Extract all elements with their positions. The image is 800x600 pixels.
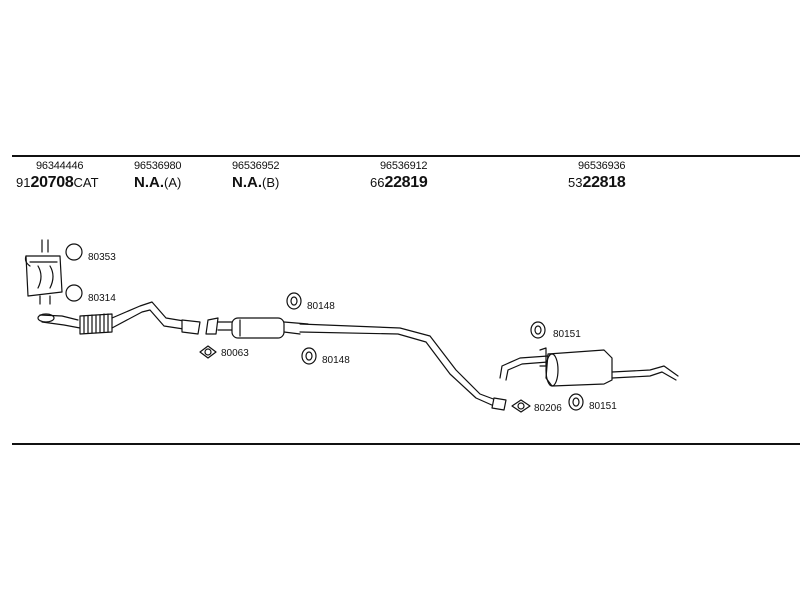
- oe-number: 96536980: [134, 160, 182, 172]
- fitting-label: 80148: [322, 355, 350, 366]
- rubber-hanger-icon: [568, 393, 584, 411]
- part-column-catalyst: 96344446 9120708CAT: [16, 160, 99, 192]
- part-column-front-pipe: 96536980 N.A.(A): [134, 160, 182, 191]
- gasket-icon: [199, 345, 217, 359]
- oe-number: 96536912: [380, 160, 428, 172]
- part-column-middle-pipe: 96536952 N.A.(B): [232, 160, 280, 191]
- fitting-label: 80148: [307, 301, 335, 312]
- ring-icon: [65, 243, 83, 261]
- oe-number: 96536936: [578, 160, 626, 172]
- part-number: N.A.(A): [134, 174, 182, 191]
- rubber-hanger-icon: [286, 292, 302, 310]
- center-pipe: [299, 323, 507, 411]
- front-pipe: [37, 301, 201, 335]
- part-number: 5322818: [568, 174, 626, 191]
- gasket-icon: [511, 399, 531, 413]
- fitting-label: 80063: [221, 348, 249, 359]
- rubber-hanger-icon: [301, 347, 317, 365]
- rear-silencer: [499, 347, 679, 387]
- oe-number: 96344446: [36, 160, 84, 172]
- oe-number: 96536952: [232, 160, 280, 172]
- part-column-rear-silencer: 96536936 5322818: [568, 160, 626, 192]
- top-divider: [12, 155, 800, 157]
- part-number: N.A.(B): [232, 174, 280, 191]
- middle-pipe: [205, 317, 309, 339]
- ring-icon: [65, 284, 83, 302]
- bottom-divider: [12, 443, 800, 445]
- part-number: 6622819: [370, 174, 428, 191]
- fitting-label: 80314: [88, 293, 116, 304]
- fitting-label: 80151: [589, 401, 617, 412]
- part-column-center-silencer: 96536912 6622819: [370, 160, 428, 192]
- catalytic-converter: [24, 239, 63, 305]
- part-number: 9120708CAT: [16, 174, 99, 191]
- fitting-label: 80353: [88, 252, 116, 263]
- fitting-label: 80206: [534, 403, 562, 414]
- rubber-hanger-icon: [530, 321, 546, 339]
- fitting-label: 80151: [553, 329, 581, 340]
